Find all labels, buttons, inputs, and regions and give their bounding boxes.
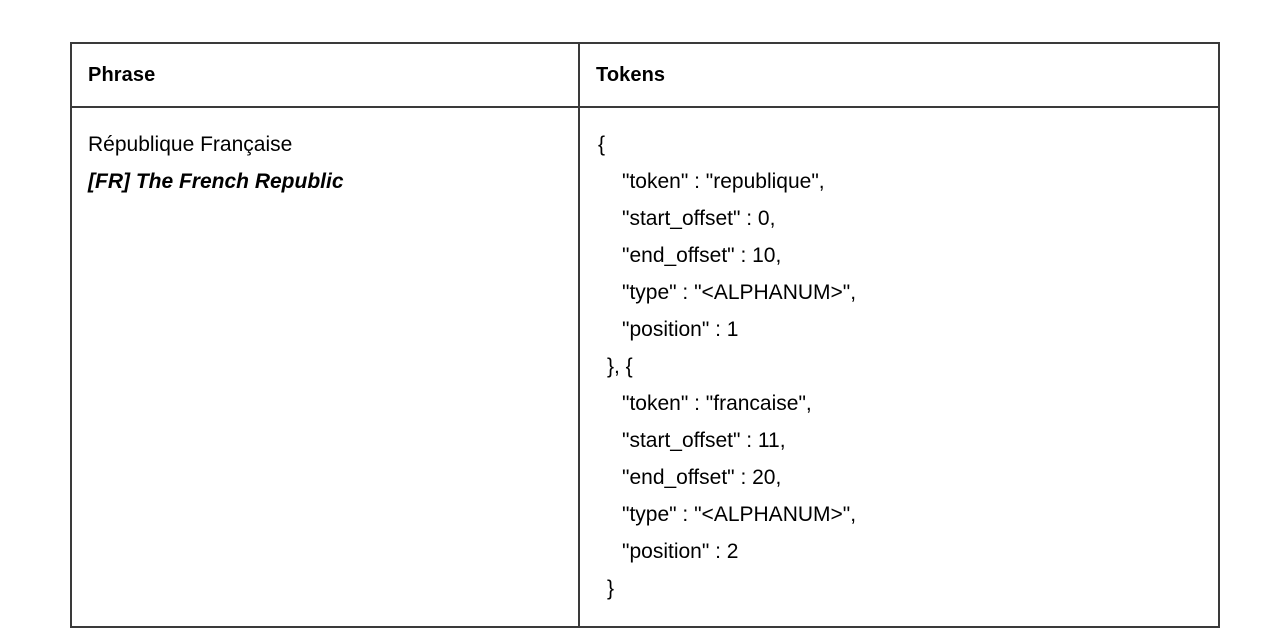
table-body: République Française [FR] The French Rep… [70, 106, 1220, 628]
tokens-json-line: "position" : 2 [622, 540, 739, 563]
tokens-json-line: "type" : "<ALPHANUM>", [622, 503, 857, 526]
tokens-json-line: }, { [607, 355, 633, 378]
table-row: République Française [FR] The French Rep… [70, 106, 1220, 628]
tokens-json-line: "start_offset" : 11, [622, 429, 786, 452]
phrase-native-text: République Française [88, 133, 293, 156]
column-header-phrase-label: Phrase [88, 64, 156, 86]
phrase-cell: République Française [FR] The French Rep… [70, 106, 580, 628]
column-header-tokens: Tokens [578, 42, 1220, 108]
tokens-cell: { "token" : "republique", "start_offset" :… [578, 106, 1220, 628]
column-header-tokens-label: Tokens [596, 64, 666, 86]
phrase-translation-text: [FR] The French Republic [88, 170, 344, 193]
tokens-json-line: "end_offset" : 10, [622, 244, 782, 267]
tokens-json-line: "type" : "<ALPHANUM>", [622, 281, 857, 304]
tokens-json-block: { "token" : "republique", "start_offset" :… [598, 126, 1218, 607]
tokens-json-line: } [607, 577, 615, 600]
table-header: Phrase Tokens [70, 42, 1220, 108]
tokens-json-line: "position" : 1 [622, 318, 739, 341]
tokens-json-line: "end_offset" : 20, [622, 466, 782, 489]
column-header-phrase: Phrase [70, 42, 580, 108]
tokens-json-line: { [598, 133, 606, 156]
table-header-row: Phrase Tokens [70, 42, 1220, 108]
phrase-tokens-table: Phrase Tokens République Française [FR] … [70, 42, 1220, 628]
tokens-json-line: "start_offset" : 0, [622, 207, 776, 230]
tokens-json-line: "token" : "francaise", [622, 392, 812, 415]
tokens-json-line: "token" : "republique", [622, 170, 825, 193]
